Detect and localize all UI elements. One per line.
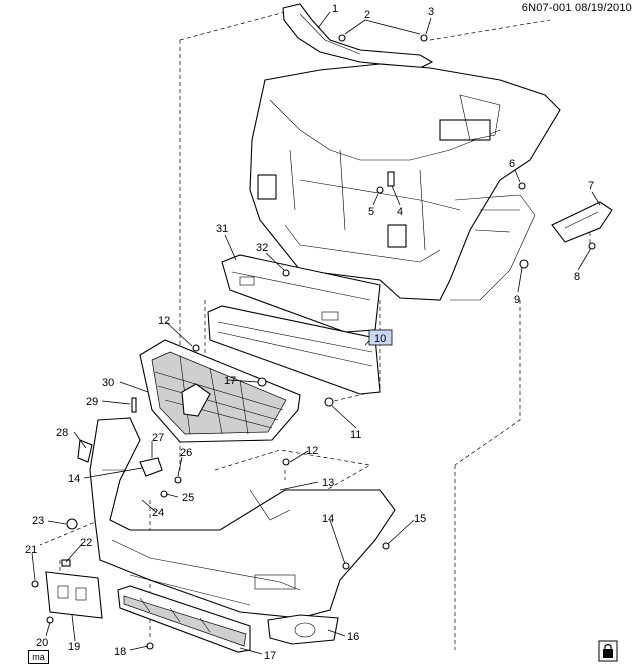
- callout-12-lower: 12: [306, 445, 318, 457]
- callout-29: 29: [86, 396, 98, 408]
- callout-31: 31: [216, 223, 228, 235]
- part-license-bracket: [45, 571, 103, 619]
- callout-23: 23: [32, 515, 44, 527]
- padlock-icon: [598, 640, 618, 662]
- callout-24: 24: [152, 507, 164, 519]
- callout-5: 5: [368, 206, 374, 218]
- callout-26: 26: [180, 447, 192, 459]
- callout-13: 13: [322, 477, 334, 489]
- callout-25: 25: [182, 492, 194, 504]
- callout-6: 6: [509, 158, 515, 170]
- callout-2: 2: [364, 9, 370, 21]
- part-upper-tie-bar: [282, 3, 434, 69]
- diagram-code: 6N07-001: [521, 2, 572, 14]
- callout-30: 30: [102, 377, 114, 389]
- callout-21: 21: [25, 544, 37, 556]
- part-front-grille: [139, 339, 301, 443]
- callout-14-right: 14: [322, 513, 334, 525]
- callout-9: 9: [514, 294, 520, 306]
- callout-labels: 1 2 3 4 5 6 7 8 9 10 11 12 12 13 14 14 1…: [25, 3, 594, 662]
- footer-badge: ma: [28, 650, 49, 664]
- diagram-header: 6N07-001 08/19/2010: [522, 2, 632, 14]
- callout-3: 3: [428, 6, 434, 18]
- callout-7: 7: [588, 180, 594, 192]
- leader-lines: [31, 11, 601, 655]
- callout-17-upper: 17: [224, 375, 236, 387]
- callout-19: 19: [68, 641, 80, 653]
- callout-32: 32: [256, 242, 268, 254]
- callout-11: 11: [350, 429, 361, 441]
- callout-18: 18: [114, 646, 126, 658]
- callout-22: 22: [80, 537, 92, 549]
- part-front-fascia: [89, 417, 396, 619]
- callout-4: 4: [397, 206, 403, 218]
- part-headlamp-bracket: [551, 201, 613, 243]
- callout-15: 15: [414, 513, 426, 525]
- callout-16: 16: [347, 631, 359, 643]
- callout-27: 27: [152, 432, 164, 444]
- callout-17-lower: 17: [264, 650, 276, 662]
- callout-10: 10: [374, 333, 386, 345]
- part-fog-lamp-bezel: [267, 614, 339, 645]
- callout-8: 8: [574, 271, 580, 283]
- diagram-date: 08/19/2010: [574, 2, 632, 14]
- callout-highlight-box: [368, 329, 393, 346]
- callout-1: 1: [332, 3, 338, 15]
- part-impact-bar: [207, 305, 381, 395]
- callout-12-upper: 12: [158, 315, 170, 327]
- vehicle-front-structure: [249, 63, 561, 301]
- callout-28: 28: [56, 427, 68, 439]
- fasteners: [31, 34, 596, 650]
- callout-20: 20: [36, 637, 48, 649]
- callout-14-left: 14: [68, 473, 80, 485]
- part-lower-grille: [117, 585, 251, 653]
